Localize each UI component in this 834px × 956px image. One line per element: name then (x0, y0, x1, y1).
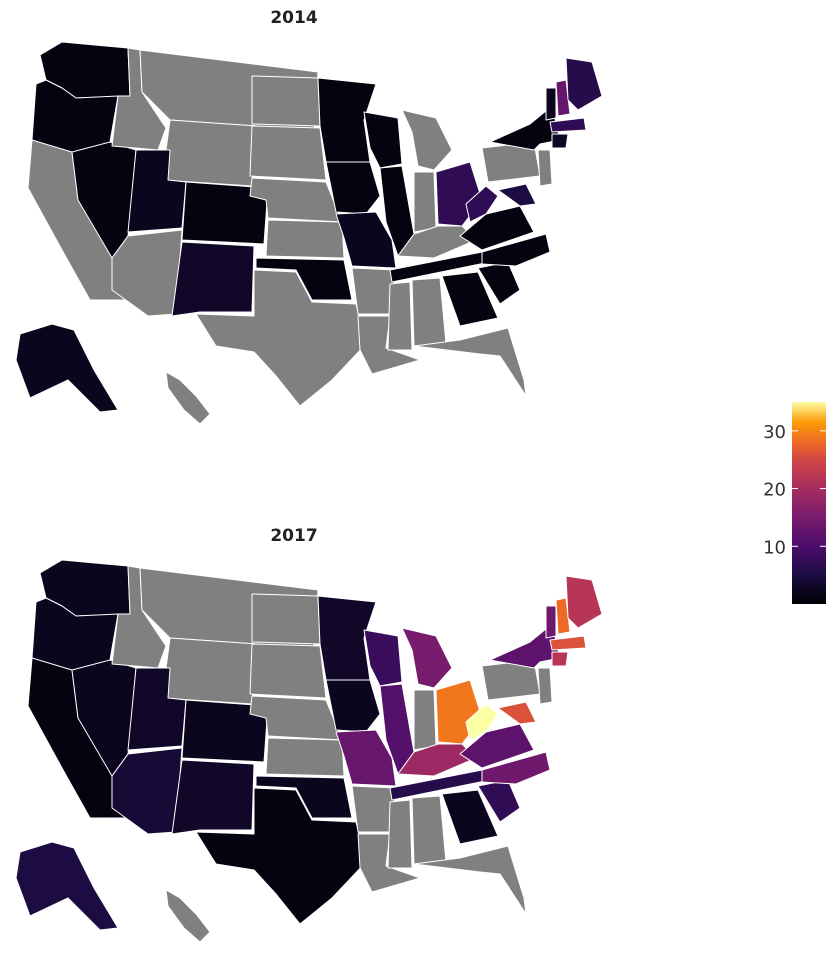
map-2014 (15, 41, 603, 425)
state-nj-2017 (537, 667, 553, 705)
state-ma-2014 (549, 117, 587, 133)
state-wv-2017 (465, 703, 499, 741)
state-nj-2014 (537, 149, 553, 187)
state-ok-2017 (255, 775, 353, 819)
state-ak-2014 (15, 323, 119, 413)
state-wv-2014 (465, 185, 499, 223)
state-hi-2014 (165, 371, 211, 425)
state-ia-2014 (325, 161, 381, 215)
state-nd-2014 (251, 75, 321, 127)
state-va-2017 (459, 723, 535, 769)
state-vt-2017 (545, 605, 557, 639)
state-nd-2017 (251, 593, 321, 645)
state-wy-2014 (161, 119, 257, 187)
state-in-2014 (413, 171, 437, 233)
state-va-2014 (459, 205, 535, 251)
state-nm-2017 (171, 759, 255, 835)
state-tx-2017 (195, 787, 367, 925)
state-vt-2014 (545, 87, 557, 121)
state-nc-2014 (481, 233, 551, 267)
state-ks-2014 (265, 219, 345, 259)
state-wi-2017 (363, 629, 403, 687)
state-wy-2017 (161, 637, 257, 705)
state-ne-2017 (249, 695, 343, 741)
state-hi-2017 (165, 889, 211, 943)
legend-tick-label: 30 (763, 422, 786, 443)
state-ky-2014 (397, 225, 477, 259)
state-sd-2017 (249, 643, 327, 699)
state-ms-2014 (387, 281, 413, 351)
state-sd-2014 (249, 125, 327, 181)
state-az-2014 (111, 229, 183, 317)
state-ct-2017 (551, 651, 569, 667)
panel-title-2017: 2017 (270, 526, 318, 546)
state-al-2017 (411, 795, 447, 865)
state-fl-2014 (413, 327, 527, 397)
legend-color-bar (792, 402, 826, 604)
state-ak-2017 (15, 841, 119, 931)
state-az-2017 (111, 747, 183, 835)
state-nc-2017 (481, 751, 551, 785)
state-co-2014 (181, 181, 269, 245)
state-md-2017 (497, 701, 537, 725)
state-ms-2017 (387, 799, 413, 869)
state-nm-2014 (171, 241, 255, 317)
state-me-2014 (565, 57, 603, 111)
state-nh-2017 (555, 597, 571, 635)
state-mi-2017 (401, 627, 453, 689)
state-fl-2017 (413, 845, 527, 915)
state-ia-2017 (325, 679, 381, 733)
state-mo-2014 (335, 211, 397, 269)
state-md-2014 (497, 183, 537, 207)
map-2017 (15, 559, 603, 943)
state-ne-2014 (249, 177, 343, 223)
state-wi-2014 (363, 111, 403, 169)
state-tx-2014 (195, 269, 367, 407)
state-mo-2017 (335, 729, 397, 787)
state-ma-2017 (549, 635, 587, 651)
state-in-2017 (413, 689, 437, 751)
legend-tick-label: 10 (763, 537, 786, 558)
state-ga-2014 (441, 271, 499, 327)
state-nh-2014 (555, 79, 571, 117)
state-ks-2017 (265, 737, 345, 777)
state-ok-2014 (255, 257, 353, 301)
state-me-2017 (565, 575, 603, 629)
color-legend: 10 20 30 (763, 402, 826, 604)
state-ct-2014 (551, 133, 569, 149)
state-al-2014 (411, 277, 447, 347)
state-ga-2017 (441, 789, 499, 845)
legend-tick-label: 20 (763, 480, 786, 501)
state-ky-2017 (397, 743, 477, 777)
panel-title-2014: 2014 (270, 8, 318, 28)
state-mi-2014 (401, 109, 453, 171)
state-co-2017 (181, 699, 269, 763)
